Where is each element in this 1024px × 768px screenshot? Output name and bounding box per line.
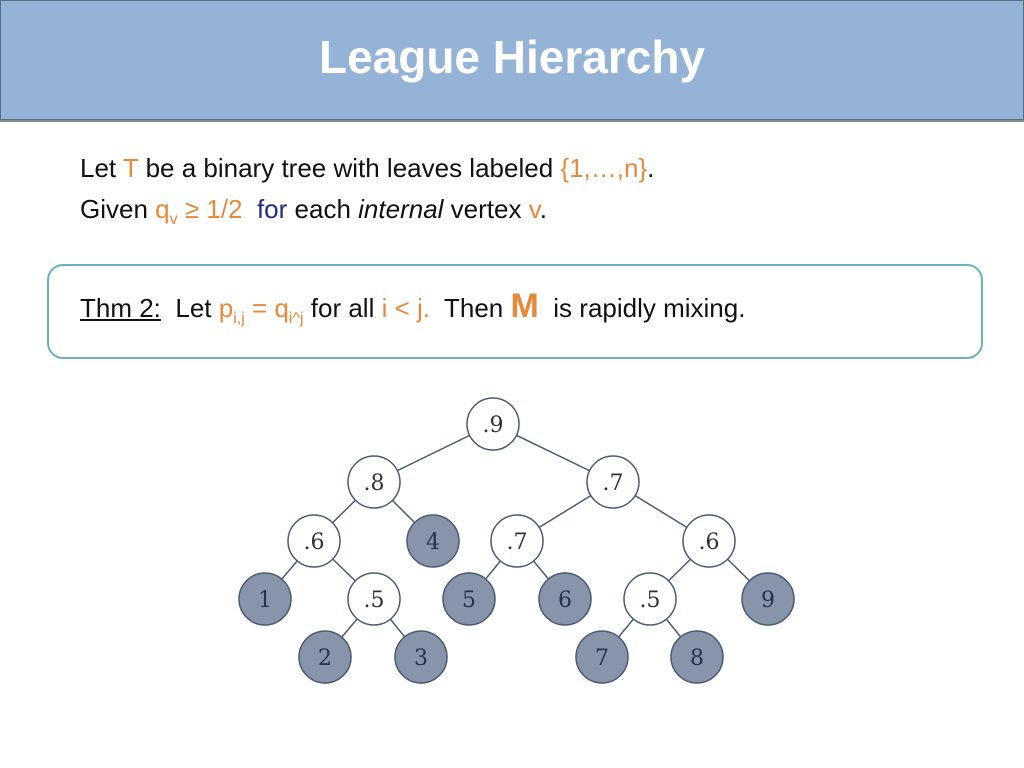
theorem-text: Thm 2: Let pi,j = qi^j for all i < j. Th… — [80, 286, 745, 339]
node-circle — [394, 630, 448, 684]
node-label: .5 — [364, 588, 385, 613]
theorem-let: Let — [175, 293, 212, 323]
tree-symbol: T — [122, 153, 139, 183]
tree-leaf-node: 8 — [670, 630, 724, 684]
node-label: .6 — [699, 530, 720, 555]
node-label: 9 — [761, 588, 775, 613]
theorem-conclusion: is rapidly mixing. — [553, 293, 746, 323]
node-circle — [586, 455, 640, 509]
intro-line-2: Given qv ≥ 1/2 for each internal vertex … — [80, 189, 654, 240]
node-label: 3 — [414, 646, 428, 671]
node-label: .9 — [483, 413, 504, 438]
tree-leaf-node: 4 — [406, 514, 460, 568]
each-word: each — [294, 194, 351, 224]
tree-internal-node: .7 — [586, 455, 640, 509]
node-circle — [490, 514, 544, 568]
node-circle — [298, 630, 352, 684]
theorem-label: Thm 2: — [80, 293, 161, 323]
tree-leaf-node: 3 — [394, 630, 448, 684]
node-circle — [287, 514, 341, 568]
node-circle — [406, 514, 460, 568]
tree-leaf-node: 6 — [538, 572, 592, 626]
node-label: 7 — [595, 646, 609, 671]
tree-internal-node: .7 — [490, 514, 544, 568]
node-label: .6 — [304, 530, 325, 555]
node-label: 8 — [690, 646, 704, 671]
node-label: .5 — [640, 588, 661, 613]
let-word: Let — [80, 153, 117, 183]
tree-internal-node: .9 — [466, 397, 520, 451]
node-circle — [442, 572, 496, 626]
internal-word: internal — [358, 194, 444, 224]
for-all-text: for all — [310, 293, 375, 323]
tree-internal-node: .6 — [682, 514, 736, 568]
q-meet-symbol: qi^j — [274, 293, 304, 327]
v-symbol: v — [528, 194, 540, 224]
leaf-label-set: {1,…,n} — [560, 153, 648, 183]
node-label: 6 — [558, 588, 572, 613]
theorem-box — [47, 264, 983, 359]
given-word: Given — [80, 194, 148, 224]
node-label: 5 — [462, 588, 476, 613]
intro-text: Let T be a binary tree with leaves label… — [80, 148, 654, 240]
node-circle — [538, 572, 592, 626]
node-label: .7 — [507, 530, 528, 555]
tree-leaf-node: 2 — [298, 630, 352, 684]
then-word: Then — [444, 293, 504, 323]
node-circle — [347, 455, 401, 509]
tree-internal-node: .5 — [623, 572, 677, 626]
slide-title: League Hierarchy — [318, 31, 706, 83]
binary-tree-diagram: .9 .8 .7 .6 4 .7 .6 1 .5 5 6 .5 9 2 3 7 8 — [238, 397, 795, 684]
tree-internal-node: .8 — [347, 455, 401, 509]
tree-leaf-node: 7 — [575, 630, 629, 684]
node-circle — [670, 630, 724, 684]
intro-line-1: Let T be a binary tree with leaves label… — [80, 148, 654, 189]
tree-nodes: .9 .8 .7 .6 4 .7 .6 1 .5 5 6 .5 9 2 3 7 8 — [238, 397, 795, 684]
node-circle — [741, 572, 795, 626]
node-label: 1 — [258, 588, 272, 613]
node-circle — [466, 397, 520, 451]
markov-chain-symbol: M — [510, 287, 539, 325]
title-bar — [0, 0, 1024, 120]
tree-internal-node: .5 — [347, 572, 401, 626]
tree-leaf-node: 9 — [741, 572, 795, 626]
node-circle — [575, 630, 629, 684]
q-condition: ≥ 1/2 — [184, 194, 243, 224]
tree-leaf-node: 5 — [442, 572, 496, 626]
line1-period: . — [647, 153, 655, 183]
equals-sign: = — [252, 293, 268, 323]
line1-text: be a binary tree with leaves labeled — [145, 153, 554, 183]
node-label: .8 — [364, 471, 385, 496]
p-symbol: pi,j — [218, 293, 245, 327]
node-label: 2 — [318, 646, 332, 671]
node-circle — [682, 514, 736, 568]
tree-internal-node: .6 — [287, 514, 341, 568]
q-symbol: qv — [155, 194, 178, 228]
node-label: .7 — [603, 471, 624, 496]
node-circle — [623, 572, 677, 626]
tree-leaf-node: 1 — [238, 572, 292, 626]
node-circle — [347, 572, 401, 626]
line2-period: . — [539, 194, 548, 224]
node-circle — [238, 572, 292, 626]
for-keyword: for — [256, 194, 288, 224]
vertex-word: vertex — [450, 194, 522, 224]
i-less-j: i < j. — [381, 293, 431, 323]
node-label: 4 — [426, 530, 440, 555]
